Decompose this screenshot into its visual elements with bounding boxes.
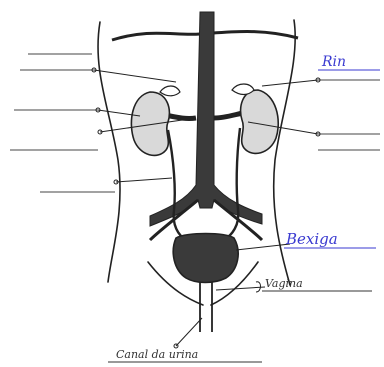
adrenal-right xyxy=(232,84,254,95)
label-vagina: Vagina xyxy=(265,277,303,290)
answer-lines-right xyxy=(318,80,380,150)
label-canal-da-urina: Canal da urina xyxy=(116,348,198,361)
urethra xyxy=(200,282,212,332)
adrenal-left xyxy=(160,86,180,96)
label-rin: Rin xyxy=(321,54,346,70)
kidney-right xyxy=(241,90,279,153)
ureter-right xyxy=(224,128,240,240)
kidney-left xyxy=(131,92,169,155)
bladder xyxy=(173,234,238,283)
label-bexiga: Bexiga xyxy=(285,230,338,248)
answer-lines-left xyxy=(10,54,115,192)
